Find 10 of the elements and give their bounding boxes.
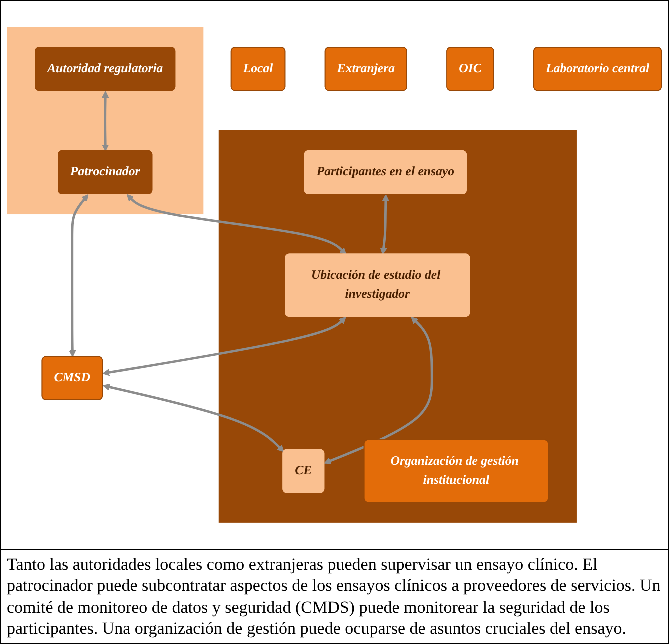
caption: Tanto las autoridades locales como extranjeras pueden supervisar un ensayo clínico. El patrocinador puede subcontratar aspectos de los ensayos clínicos a proveedores de servicios. Un comité de monitoreo de datos y seguridad (CMDS) puede monitorear la seguridad de los participantes. Una organización de gestión puede ocuparse de asuntos cruciales del ensayo. (1, 549, 668, 643)
arrow (126, 194, 347, 255)
cluster (218, 130, 577, 523)
arrow (102, 316, 346, 376)
arrow (69, 194, 89, 358)
arrow (324, 316, 434, 464)
arrow (102, 384, 284, 452)
arrow (102, 91, 110, 152)
cluster (7, 27, 204, 215)
arrow (380, 194, 390, 255)
